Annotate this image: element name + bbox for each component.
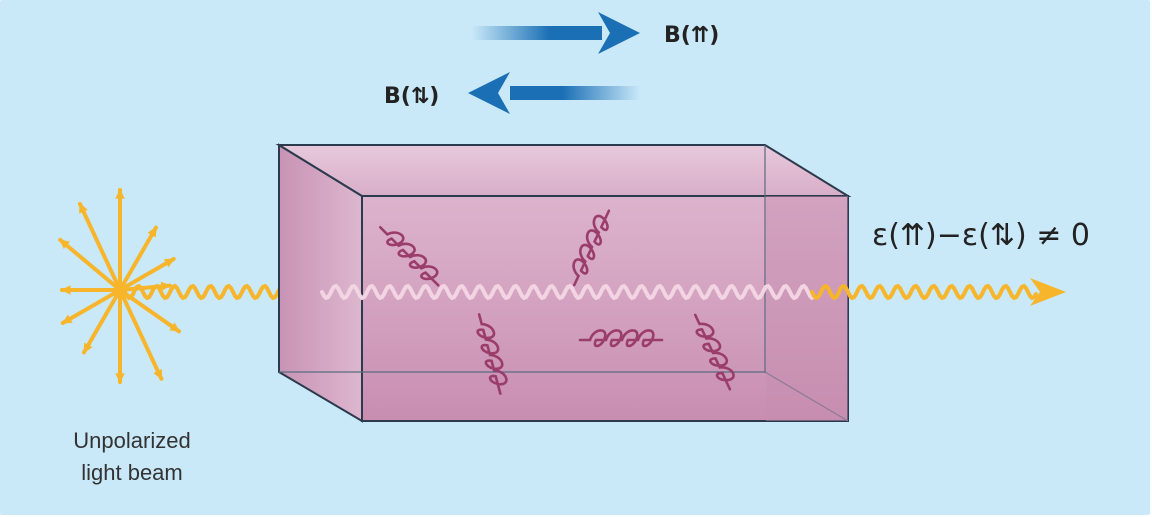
unpolarized-light-source <box>58 188 181 384</box>
light-ray-arrowhead <box>61 314 73 324</box>
chiral-molecules <box>379 209 735 395</box>
crystal-front-face <box>361 195 849 422</box>
helix-molecule <box>693 313 735 391</box>
light-ray-arrowhead <box>160 281 171 292</box>
beam-caption-line2: light beam <box>81 460 183 485</box>
light-ray <box>118 225 158 292</box>
field-label-antiparallel: B(⇅) <box>384 84 439 109</box>
light-ray-arrowhead <box>83 342 93 354</box>
wave-inside-crystal <box>320 283 814 301</box>
crystal-top-face <box>275 144 852 197</box>
helix-molecule <box>572 209 611 287</box>
beam-caption-line1: Unpolarized <box>73 428 190 453</box>
field-label-parallel: B(⇈) <box>664 23 719 48</box>
light-ray-arrowhead <box>163 258 175 268</box>
crystal-box <box>275 143 852 423</box>
helix-molecule <box>379 226 440 287</box>
light-ray-arrowhead <box>115 373 125 384</box>
helix-molecule <box>476 313 508 395</box>
outgoing-arrowhead <box>1030 278 1066 306</box>
light-ray <box>118 257 176 292</box>
light-ray <box>60 288 122 325</box>
dichroism-label: ε(⇈)−ε(⇅) ≠ 0 <box>872 218 1090 253</box>
light-ray-arrowhead <box>147 226 157 238</box>
light-ray <box>58 237 122 292</box>
light-ray-arrowhead <box>153 369 163 380</box>
field-arrow-parallel <box>472 12 640 54</box>
light-ray-arrowhead <box>115 188 125 199</box>
light-ray <box>118 288 164 381</box>
light-ray-arrowhead <box>60 285 71 295</box>
field-arrow-antiparallel <box>468 72 640 114</box>
light-ray-arrowhead <box>169 322 180 332</box>
outgoing-wave <box>810 283 1038 301</box>
light-ray <box>82 288 122 355</box>
light-ray <box>77 201 122 292</box>
helix-molecule <box>578 329 664 348</box>
light-ray-arrowhead <box>79 202 88 214</box>
light-ray-arrowhead <box>59 239 70 250</box>
